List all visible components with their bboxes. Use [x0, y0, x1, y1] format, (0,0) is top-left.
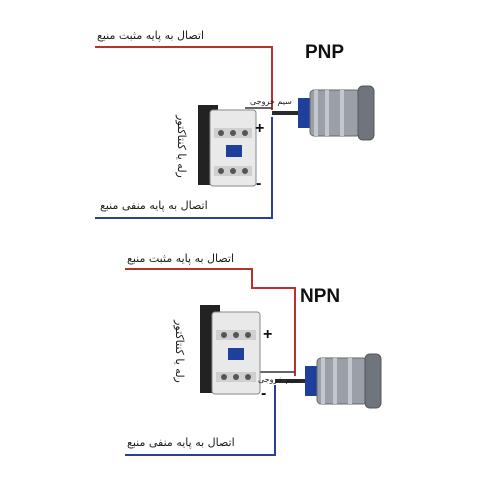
npn-positive-label: اتصال به پایه مثبت منبع [127, 252, 235, 265]
pnp-proximity-sensor [298, 85, 375, 141]
npn-plus-sign: + [263, 326, 273, 343]
pnp-negative-label: اتصال به پایه منفی منبع [100, 199, 208, 212]
npn-negative-wire [125, 385, 276, 456]
pnp-relay-label: رله یا کنتاکتور [174, 115, 188, 178]
pnp-negative-wire [95, 117, 273, 219]
npn-proximity-sensor [305, 353, 382, 409]
npn-minus-sign: - [261, 385, 267, 402]
npn-title: NPN [300, 286, 341, 307]
pnp-output-label: سیم خروجی [250, 97, 292, 106]
npn-negative-label: اتصال به پایه منفی منبع [127, 436, 235, 449]
pnp-positive-wire [95, 46, 273, 110]
npn-contactor [200, 305, 261, 395]
pnp-positive-label: اتصال به پایه مثبت منبع [97, 29, 205, 42]
npn-output-label: سیم خروجی [258, 375, 300, 384]
pnp-minus-sign: - [256, 175, 262, 192]
pnp-plus-sign: + [255, 120, 265, 137]
npn-relay-label: رله یا کنتاکتور [172, 320, 186, 383]
pnp-contactor [198, 105, 257, 187]
pnp-title: PNP [305, 42, 345, 63]
npn-positive-wire [125, 268, 296, 376]
